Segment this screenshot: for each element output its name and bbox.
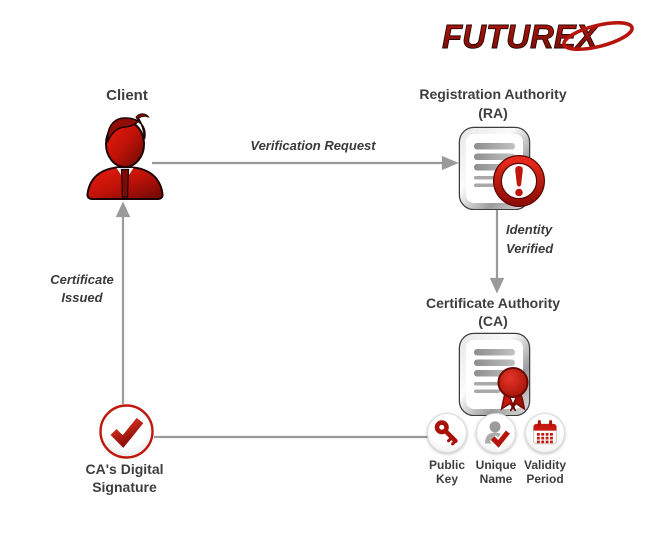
- verification-request-label: Verification Request: [250, 138, 376, 153]
- public-key-label-line2: Key: [435, 471, 458, 486]
- ca-digital-signature-line1: CA's Digital: [85, 461, 164, 477]
- registration-authority-sublabel: (RA): [478, 105, 508, 121]
- user-check-icon: [485, 421, 512, 451]
- futurex-logo: FUTUREX: [442, 18, 634, 55]
- futurex-logo-swoosh: [562, 20, 634, 52]
- unique-name-chip: [476, 413, 516, 453]
- identity-verified-arrowhead: [489, 277, 505, 294]
- ca-digital-signature-line2: Signature: [92, 479, 157, 495]
- verification-request-arrowhead: [441, 155, 459, 171]
- public-key-label: Public Key: [417, 458, 477, 486]
- identity-verified-line2: Verified: [506, 241, 554, 256]
- public-key-label-line1: Public: [428, 458, 465, 472]
- identity-verified-label: Identity Verified: [506, 220, 586, 258]
- unique-name-label-line2: Name: [479, 471, 513, 486]
- client-label: Client: [106, 87, 148, 104]
- validity-period-label-line2: Period: [526, 471, 564, 486]
- identity-verified-line1: Identity: [506, 222, 553, 237]
- document-ribbon-icon: [458, 332, 531, 416]
- certificate-authority-sublabel: (CA): [478, 313, 508, 329]
- unique-name-label-line1: Unique: [475, 458, 517, 472]
- checkmark-circle-icon: [99, 404, 154, 459]
- certificate-issued-line2: Issued: [61, 290, 103, 305]
- certificate-authority-label: Certificate Authority: [425, 295, 561, 311]
- ca-digital-signature-label: CA's Digital Signature: [62, 460, 187, 496]
- public-key-chip: [427, 413, 467, 453]
- validity-period-label: Validity Period: [515, 458, 575, 486]
- document-alert-icon: [458, 126, 545, 210]
- unique-name-label: Unique Name: [466, 458, 526, 486]
- validity-period-chip: [525, 413, 565, 453]
- certificate-issued-arrowhead: [115, 201, 131, 218]
- certificate-issued-line1: Certificate: [50, 272, 114, 287]
- key-icon: [434, 420, 458, 446]
- person-icon: [86, 113, 164, 200]
- validity-period-label-line1: Validity: [523, 458, 567, 472]
- certificate-issued-label: Certificate Issued: [37, 271, 127, 307]
- calendar-icon: [533, 420, 557, 445]
- registration-authority-label: Registration Authority: [419, 86, 567, 102]
